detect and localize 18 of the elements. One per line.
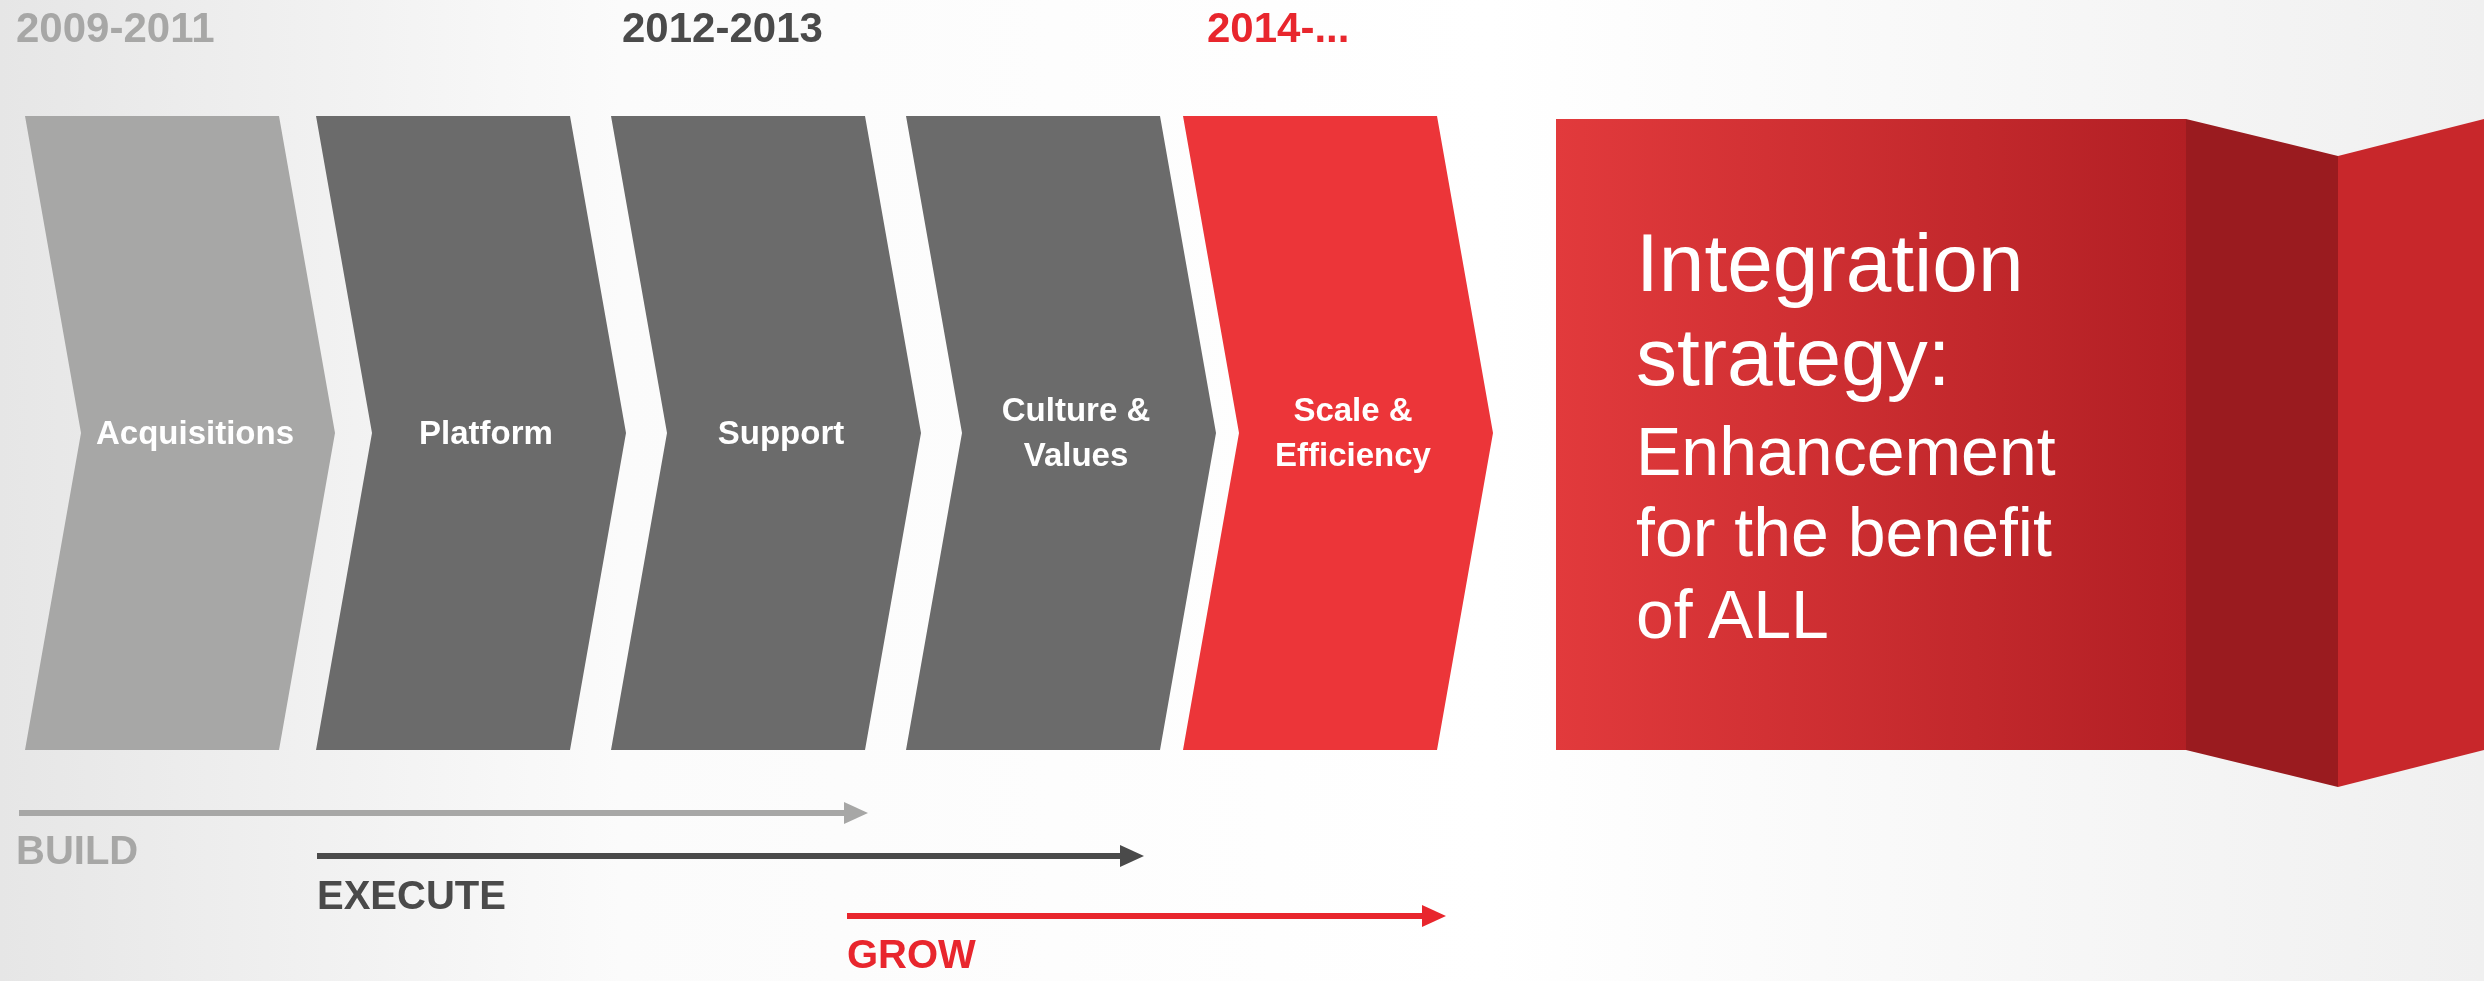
step-label: Scale & Efficiency <box>1274 390 1432 475</box>
phase-label: GROW <box>847 932 976 977</box>
phase-label: BUILD <box>16 828 139 873</box>
chevron-step <box>611 116 921 750</box>
year-label: 2012-2013 <box>622 4 823 52</box>
banner-heading: Integration strategy: <box>1636 216 2025 405</box>
chevron-step <box>906 116 1216 750</box>
step-label: Support <box>717 412 845 453</box>
year-label: 2009-2011 <box>16 4 215 52</box>
chevron-step <box>1183 116 1493 750</box>
step-label: Acquisitions <box>96 412 294 453</box>
year-label: 2014-... <box>1207 4 1350 52</box>
chevron-step <box>316 116 626 750</box>
phase-label: EXECUTE <box>317 873 506 918</box>
chevron-step <box>25 116 335 750</box>
banner-text: Enhancement for the benefit of ALL <box>1636 411 2057 654</box>
step-label: Culture & Values <box>1000 390 1152 475</box>
step-label: Platform <box>419 412 553 453</box>
